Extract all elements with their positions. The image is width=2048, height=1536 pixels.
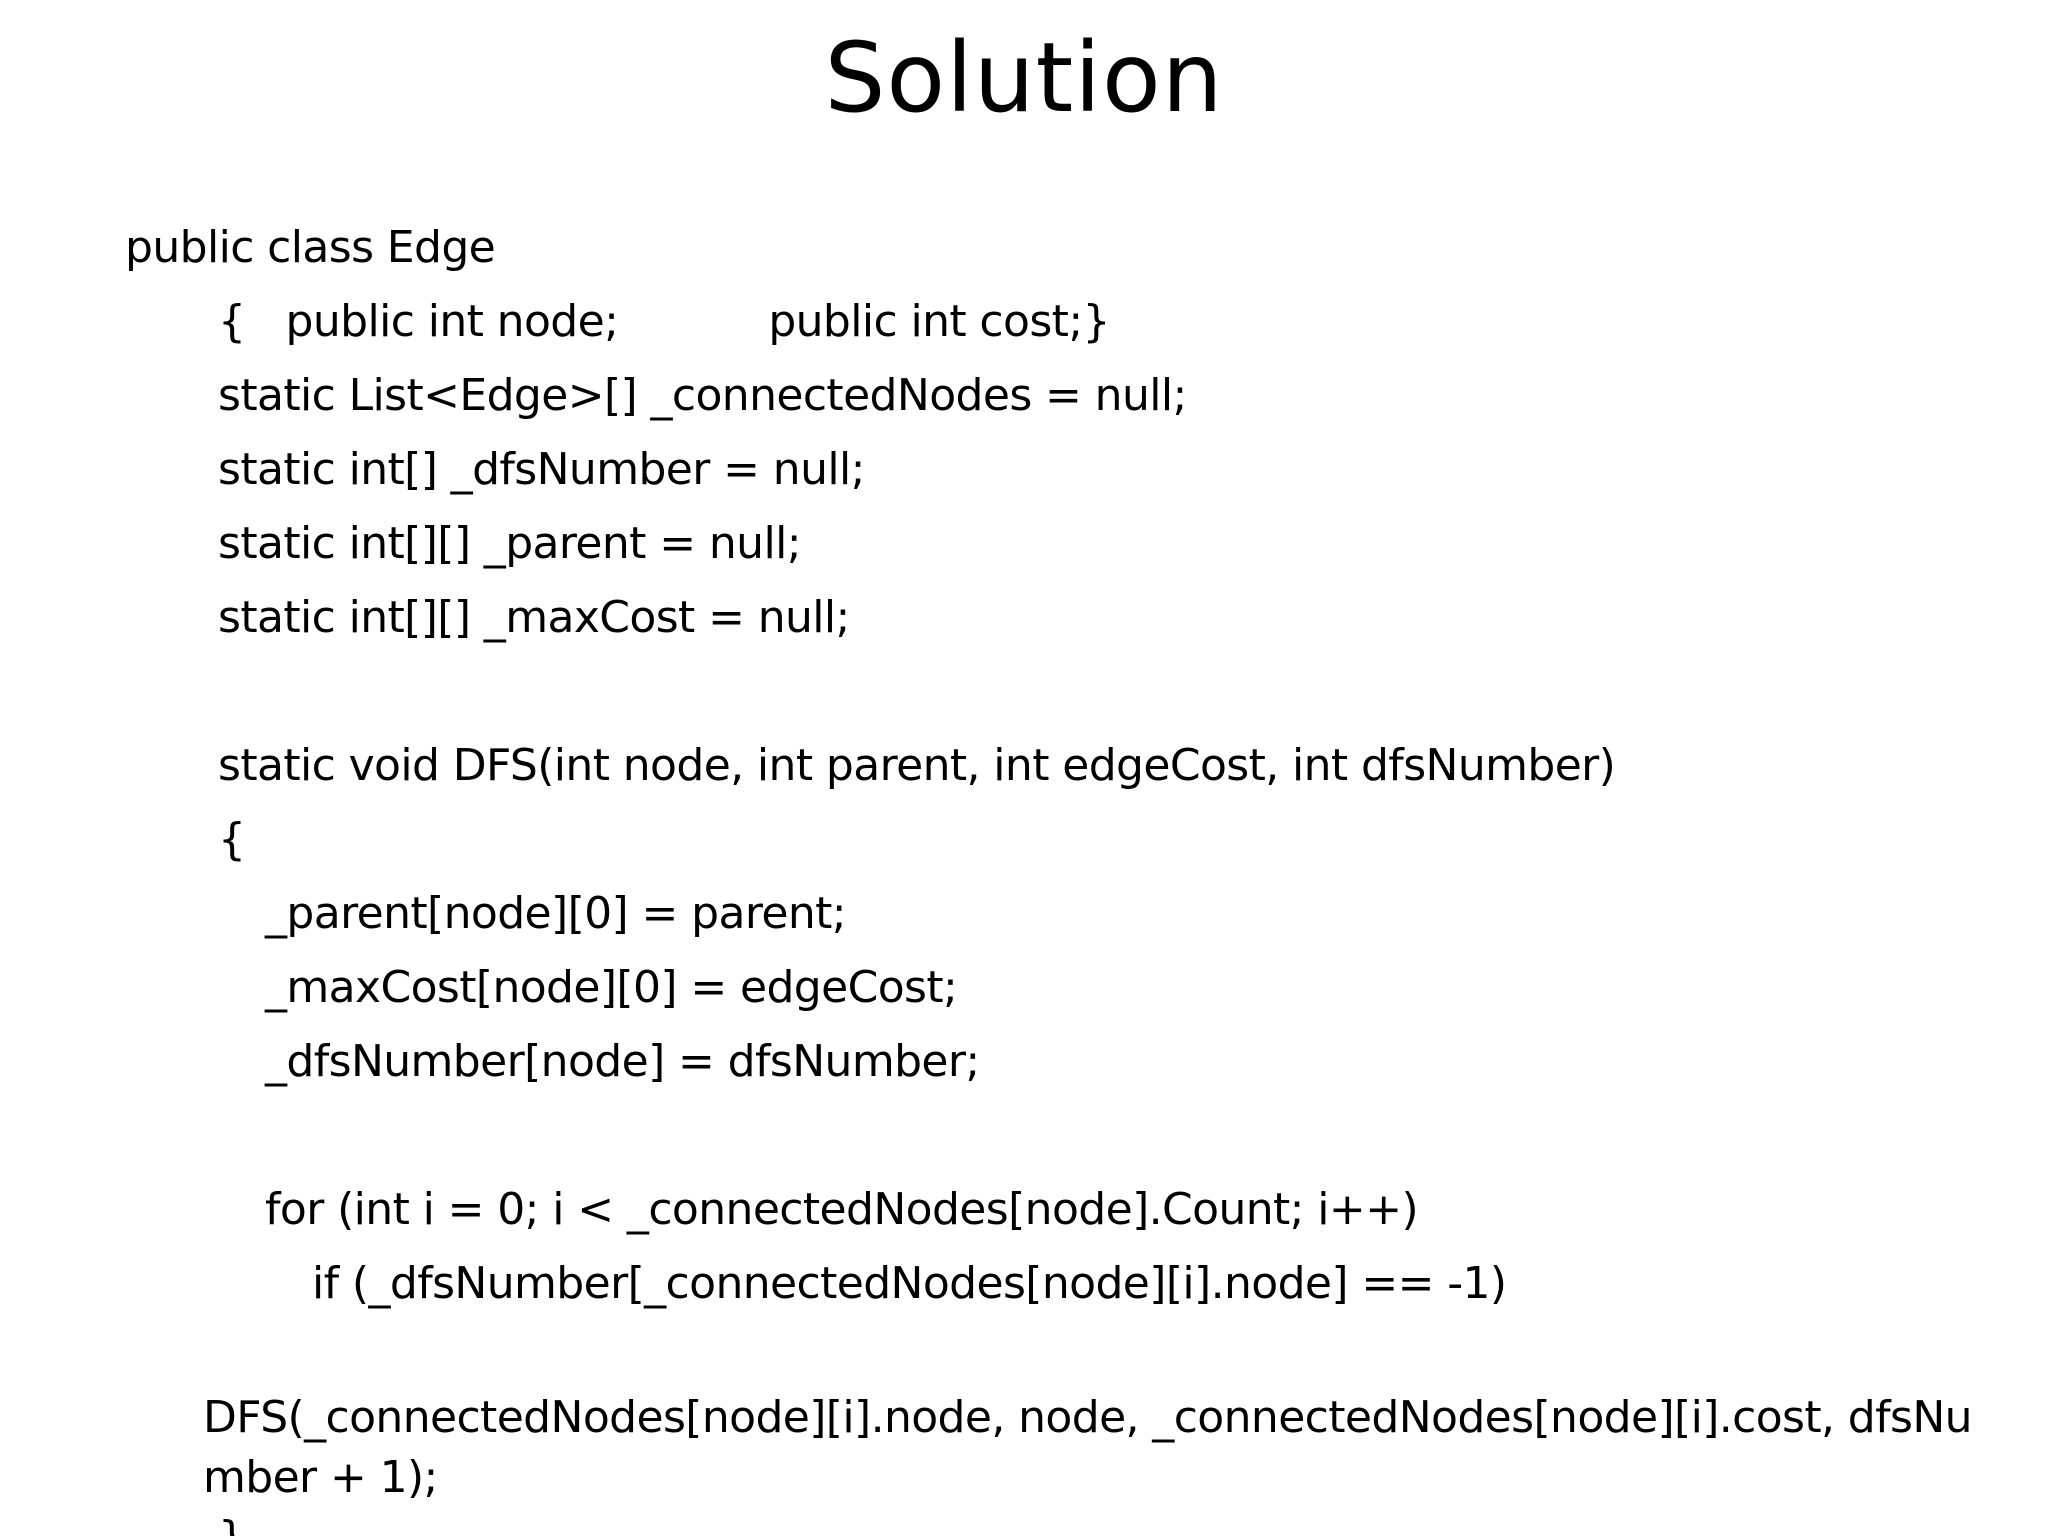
code-line: static List<Edge>[] _connectedNodes = nu… (218, 370, 1187, 421)
slide-title: Solution (824, 22, 1224, 134)
code-line: static int[] _dfsNumber = null; (218, 444, 865, 495)
code-line: { public int node; public int cost;} (218, 292, 1111, 352)
code-line: } (218, 1508, 246, 1536)
code-fragment: { public int node; (218, 296, 619, 347)
code-line: _parent[node][0] = parent; (265, 888, 847, 939)
code-line: _dfsNumber[node] = dfsNumber; (265, 1036, 980, 1087)
code-fragment: public int cost;} (768, 296, 1110, 347)
code-line: { (218, 814, 246, 865)
code-line: static int[][] _maxCost = null; (218, 592, 850, 643)
code-line-wrapped: DFS(_connectedNodes[node][i].node, node,… (203, 1392, 1973, 1503)
code-line: if (_dfsNumber[_connectedNodes[node][i].… (312, 1258, 1507, 1309)
code-line: _maxCost[node][0] = edgeCost; (265, 962, 958, 1013)
code-line: static void DFS(int node, int parent, in… (218, 740, 1616, 791)
code-line: static int[][] _parent = null; (218, 518, 802, 569)
code-line: public class Edge (125, 222, 496, 273)
code-line: for (int i = 0; i < _connectedNodes[node… (265, 1184, 1419, 1235)
